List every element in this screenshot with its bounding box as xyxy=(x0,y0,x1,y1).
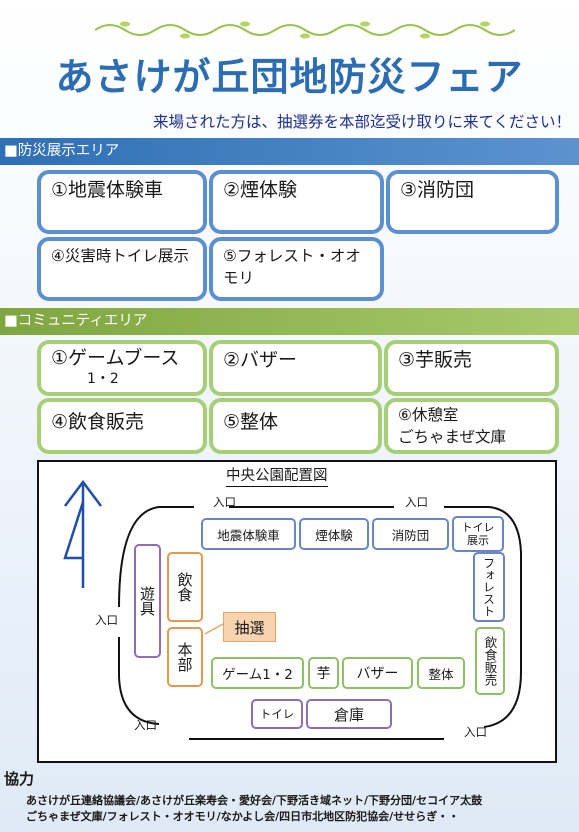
community-item-1: ①ゲームブース 1・2 xyxy=(37,340,207,396)
community-item-label: ①ゲームブース xyxy=(51,347,180,369)
vine-ornament xyxy=(95,21,515,39)
disaster-item-label: ②煙体験 xyxy=(223,179,298,201)
map-forest: フォレスト xyxy=(473,552,505,622)
community-item-label: ③芋販売 xyxy=(398,349,473,371)
map-food-sales: 飲食販売 xyxy=(475,627,505,695)
cooperation-line-2: ごちゃまぜ文庫/フォレスト・オオモリ/なかよし会/四日市北地区防犯協会/せせらぎ… xyxy=(26,810,460,823)
map-game: ゲーム1・2 xyxy=(211,657,304,689)
entrance-label: 入口 xyxy=(213,495,236,509)
disaster-item-label: ④災害時トイレ展示 xyxy=(51,247,189,265)
community-item-4: ④飲食販売 xyxy=(37,398,207,454)
map-lines xyxy=(63,479,522,740)
community-item-5: ⑤整体 xyxy=(209,398,382,454)
disaster-item-2: ②煙体験 xyxy=(209,170,384,234)
map-seitai: 整体 xyxy=(417,657,465,689)
community-item-label: ②バザー xyxy=(223,349,298,371)
disaster-area-heading: ■防災展示エリア xyxy=(0,138,579,165)
map-title: 中央公園配置図 xyxy=(226,466,328,487)
community-item-label: ④飲食販売 xyxy=(51,411,145,433)
map-toilet-display: トイレ展示 xyxy=(452,516,504,552)
entrance-label: 入口 xyxy=(134,718,157,732)
entrance-label: 入口 xyxy=(405,495,428,509)
map-lottery: 抽選 xyxy=(223,612,276,642)
lottery-pointer xyxy=(204,623,224,635)
page-title: あさけが丘団地防災フェア xyxy=(55,55,524,99)
community-item-label: ⑥休憩室 xyxy=(398,406,459,424)
map-smoke: 煙体験 xyxy=(299,518,369,550)
disaster-item-4: ④災害時トイレ展示 xyxy=(37,237,207,301)
entrance-label: 入口 xyxy=(95,613,118,627)
map-fire-brigade: 消防団 xyxy=(372,518,449,550)
disaster-item-label: ⑤フォレスト・オオモリ xyxy=(223,247,361,287)
community-area-heading: ■コミュニティエリア xyxy=(0,308,579,335)
map-playground: 遊具 xyxy=(134,544,161,658)
community-item-2: ②バザー xyxy=(209,340,382,396)
entrance-label: 入口 xyxy=(464,725,487,739)
community-item-6: ⑥休憩室 ごちゃまぜ文庫 xyxy=(384,398,559,454)
disaster-item-label: ③消防団 xyxy=(400,179,475,201)
cooperation-line-1: あさけが丘連絡協議会/あさけが丘楽寿会・愛好会/下野活き域ネット/下野分団/セコ… xyxy=(26,794,483,807)
disaster-item-1: ①地震体験車 xyxy=(37,170,207,234)
map-storehouse: 倉庫 xyxy=(306,699,392,729)
community-item-label: ⑤整体 xyxy=(223,411,279,433)
page-subtitle: 来場された方は、抽選券を本部迄受け取りに来てください！ xyxy=(152,113,571,131)
park-map: 中央公園配置図 入口 入口 入口 入口 入口 地震体験車 煙体験 消防団 トイレ… xyxy=(37,460,557,763)
map-headquarters: 本部 xyxy=(167,627,203,687)
community-item-sub: ごちゃまぜ文庫 xyxy=(398,428,507,446)
disaster-item-3: ③消防団 xyxy=(386,170,559,234)
map-bazaar: バザー xyxy=(342,657,413,689)
map-quake-car: 地震体験車 xyxy=(201,518,296,550)
cooperation-heading: 協力 xyxy=(4,770,35,788)
community-item-3: ③芋販売 xyxy=(384,340,559,396)
disaster-item-5: ⑤フォレスト・オオモリ xyxy=(209,237,384,301)
map-food: 飲食 xyxy=(167,552,203,622)
map-potato: 芋 xyxy=(308,657,339,689)
disaster-item-label: ①地震体験車 xyxy=(51,179,164,201)
community-item-sub: 1・2 xyxy=(87,371,119,387)
map-toilet: トイレ xyxy=(251,699,303,729)
